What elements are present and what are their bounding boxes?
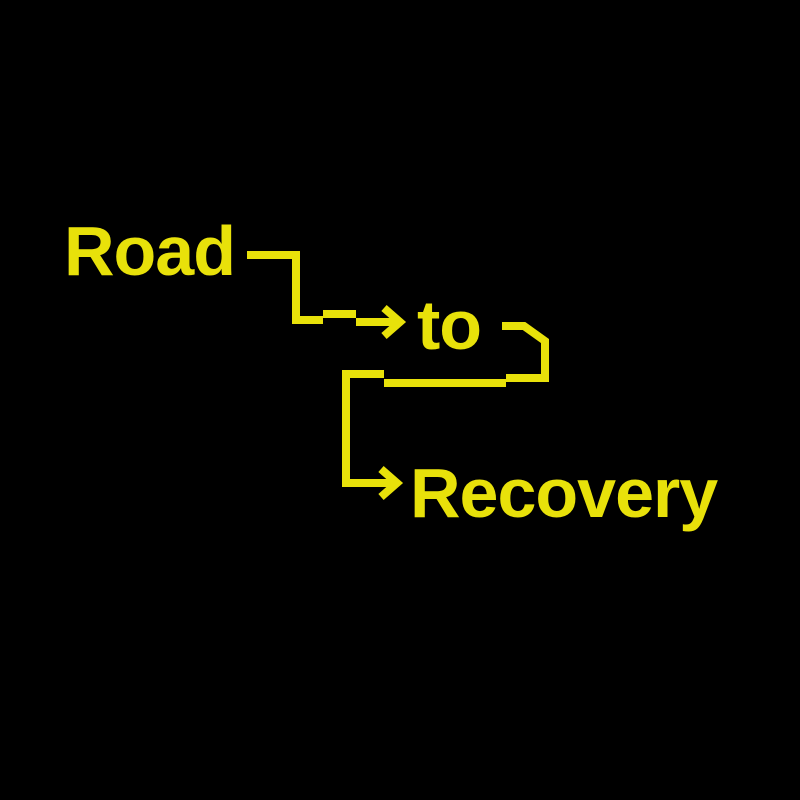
arrow-head-to-icon — [381, 304, 407, 340]
path-to-to-recovery — [342, 322, 549, 487]
arrow-head-recovery-icon — [378, 465, 404, 501]
word-recovery: Recovery — [410, 454, 718, 532]
word-to: to — [417, 286, 482, 364]
path-road-to-to — [247, 251, 400, 326]
word-road: Road — [64, 212, 236, 290]
